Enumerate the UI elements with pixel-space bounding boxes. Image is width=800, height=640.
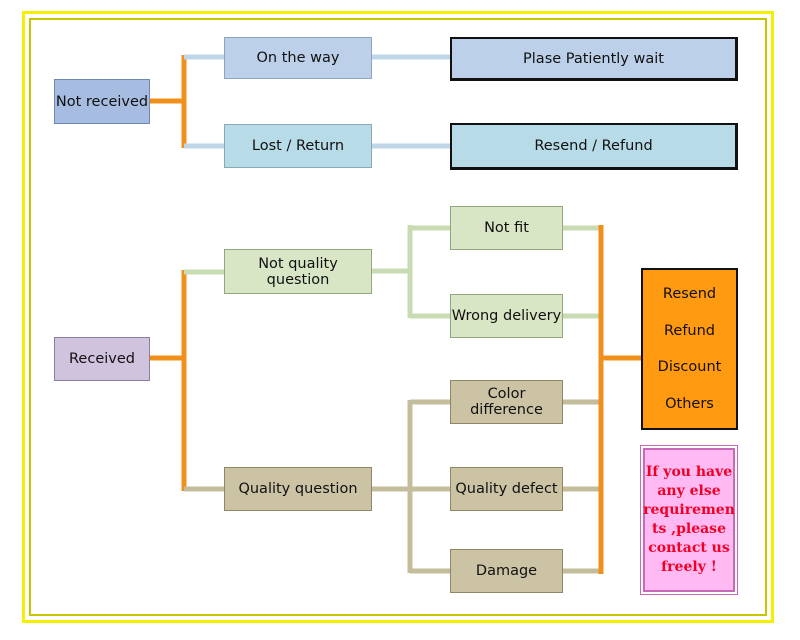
note-outer-border — [640, 445, 738, 595]
node-not-quality-question: Not quality question — [224, 249, 372, 294]
node-quality-defect: Quality defect — [450, 467, 563, 511]
inner-frame — [29, 18, 767, 616]
node-not-received: Not received — [54, 79, 150, 124]
outcome-others: Others — [665, 395, 714, 412]
node-wrong-delivery: Wrong delivery — [450, 294, 563, 338]
outcome-refund: Refund — [663, 322, 716, 339]
node-received: Received — [54, 337, 150, 381]
node-on-the-way: On the way — [224, 37, 372, 79]
node-color-difference: Color difference — [450, 380, 563, 424]
node-resend-refund: Resend / Refund — [450, 123, 738, 170]
node-not-fit: Not fit — [450, 206, 563, 250]
outcome-resend: Resend — [662, 286, 717, 303]
node-quality-question: Quality question — [224, 467, 372, 511]
outcomes-box: Resend Refund Discount Others — [641, 268, 738, 430]
outer-frame — [22, 11, 774, 623]
node-lost-return: Lost / Return — [224, 124, 372, 168]
contact-note: If you have any else requiremen ts ,plea… — [643, 448, 735, 592]
node-please-wait: Plase Patiently wait — [450, 37, 738, 81]
node-damage: Damage — [450, 549, 563, 593]
outcome-discount: Discount — [657, 359, 722, 376]
